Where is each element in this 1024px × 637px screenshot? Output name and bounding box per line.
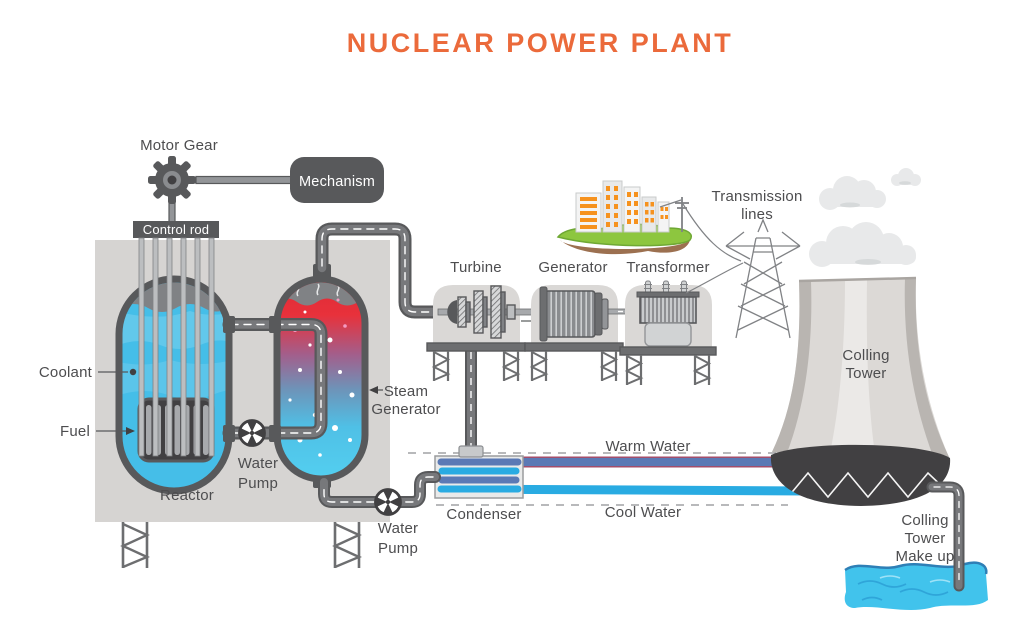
condenser-label: Condenser — [446, 506, 521, 523]
cooling-tower-label-line2: Tower — [845, 365, 886, 382]
generator-unit: Generator — [524, 259, 647, 383]
control-rods — [138, 237, 215, 457]
cooling-tower-base — [770, 444, 951, 506]
makeup-label-line1: Colling — [901, 512, 948, 529]
primary-pump-label-line1: Water — [238, 455, 278, 472]
condenser: Condenser — [434, 445, 524, 523]
transformer-unit: Transformer — [619, 259, 717, 387]
steam-generator-label-line1: Steam — [384, 383, 428, 400]
city — [556, 180, 692, 255]
containment-leg-left — [121, 520, 149, 570]
makeup-label-line3: Make up — [896, 548, 955, 565]
primary-water-pump-icon — [238, 419, 266, 447]
control-rod-label: Control rod — [143, 222, 210, 237]
cooling-tower-label-line1: Colling — [842, 347, 889, 364]
containment-leg-right — [333, 520, 361, 570]
power-wires — [659, 199, 744, 294]
coolant-callout — [98, 368, 137, 376]
motor-gear-icon — [148, 156, 196, 204]
generator-label: Generator — [538, 259, 607, 276]
control-rod-bar — [133, 221, 219, 238]
transmission-tower — [725, 218, 801, 339]
cooling-tower: Colling Tower — [772, 276, 949, 457]
makeup-pipe — [926, 481, 965, 592]
fuel-label: Fuel — [60, 423, 90, 440]
turbine-blade-discs — [457, 285, 516, 339]
transformer-body — [639, 296, 697, 324]
feedwater-pump-label-line2: Pump — [378, 540, 418, 557]
steam-generator-callout — [369, 386, 383, 394]
steam-generator-label-line2: Generator — [371, 401, 440, 418]
condenser-inlet-flange — [458, 445, 484, 458]
mechanism-label: Mechanism — [299, 174, 375, 190]
buildings — [575, 180, 670, 233]
makeup-label-line2: Tower — [904, 530, 945, 547]
transmission-lines-label-line2: lines — [741, 206, 773, 223]
generator-body — [544, 290, 596, 338]
mechanism-box — [290, 157, 384, 203]
steam-pipe — [315, 222, 444, 319]
turbine-nose-cone — [447, 300, 457, 324]
transmission-lines-label-line1: Transmission — [711, 188, 802, 205]
pipe-flanges — [223, 316, 281, 442]
page-title: NUCLEAR POWER PLANT — [347, 28, 734, 58]
reactor-label: Reactor — [160, 487, 214, 504]
makeup-water — [844, 561, 988, 610]
warm-water-label: Warm Water — [605, 438, 690, 455]
transformer-label: Transformer — [626, 259, 709, 276]
reactor-vessel: Reactor — [115, 237, 233, 504]
feedwater-pump-label-line1: Water — [378, 520, 418, 537]
transformer-insulators — [644, 280, 688, 294]
feedwater-pump-icon — [374, 488, 402, 516]
turbine-unit: Turbine — [426, 259, 545, 383]
cloud-large — [809, 222, 916, 267]
cool-water-label: Cool Water — [605, 504, 681, 521]
turbine-label: Turbine — [450, 259, 502, 276]
coolant-label: Coolant — [39, 364, 93, 381]
utility-pole — [675, 197, 689, 232]
primary-pump-label-line2: Pump — [238, 475, 278, 492]
motor-gear-label: Motor Gear — [140, 137, 218, 154]
steam-clouds — [809, 168, 921, 267]
control-rod-drive: Motor Gear Mechanism Control rod — [133, 137, 384, 238]
feedwater-pipe — [318, 471, 441, 508]
fuel-callout — [96, 427, 135, 435]
